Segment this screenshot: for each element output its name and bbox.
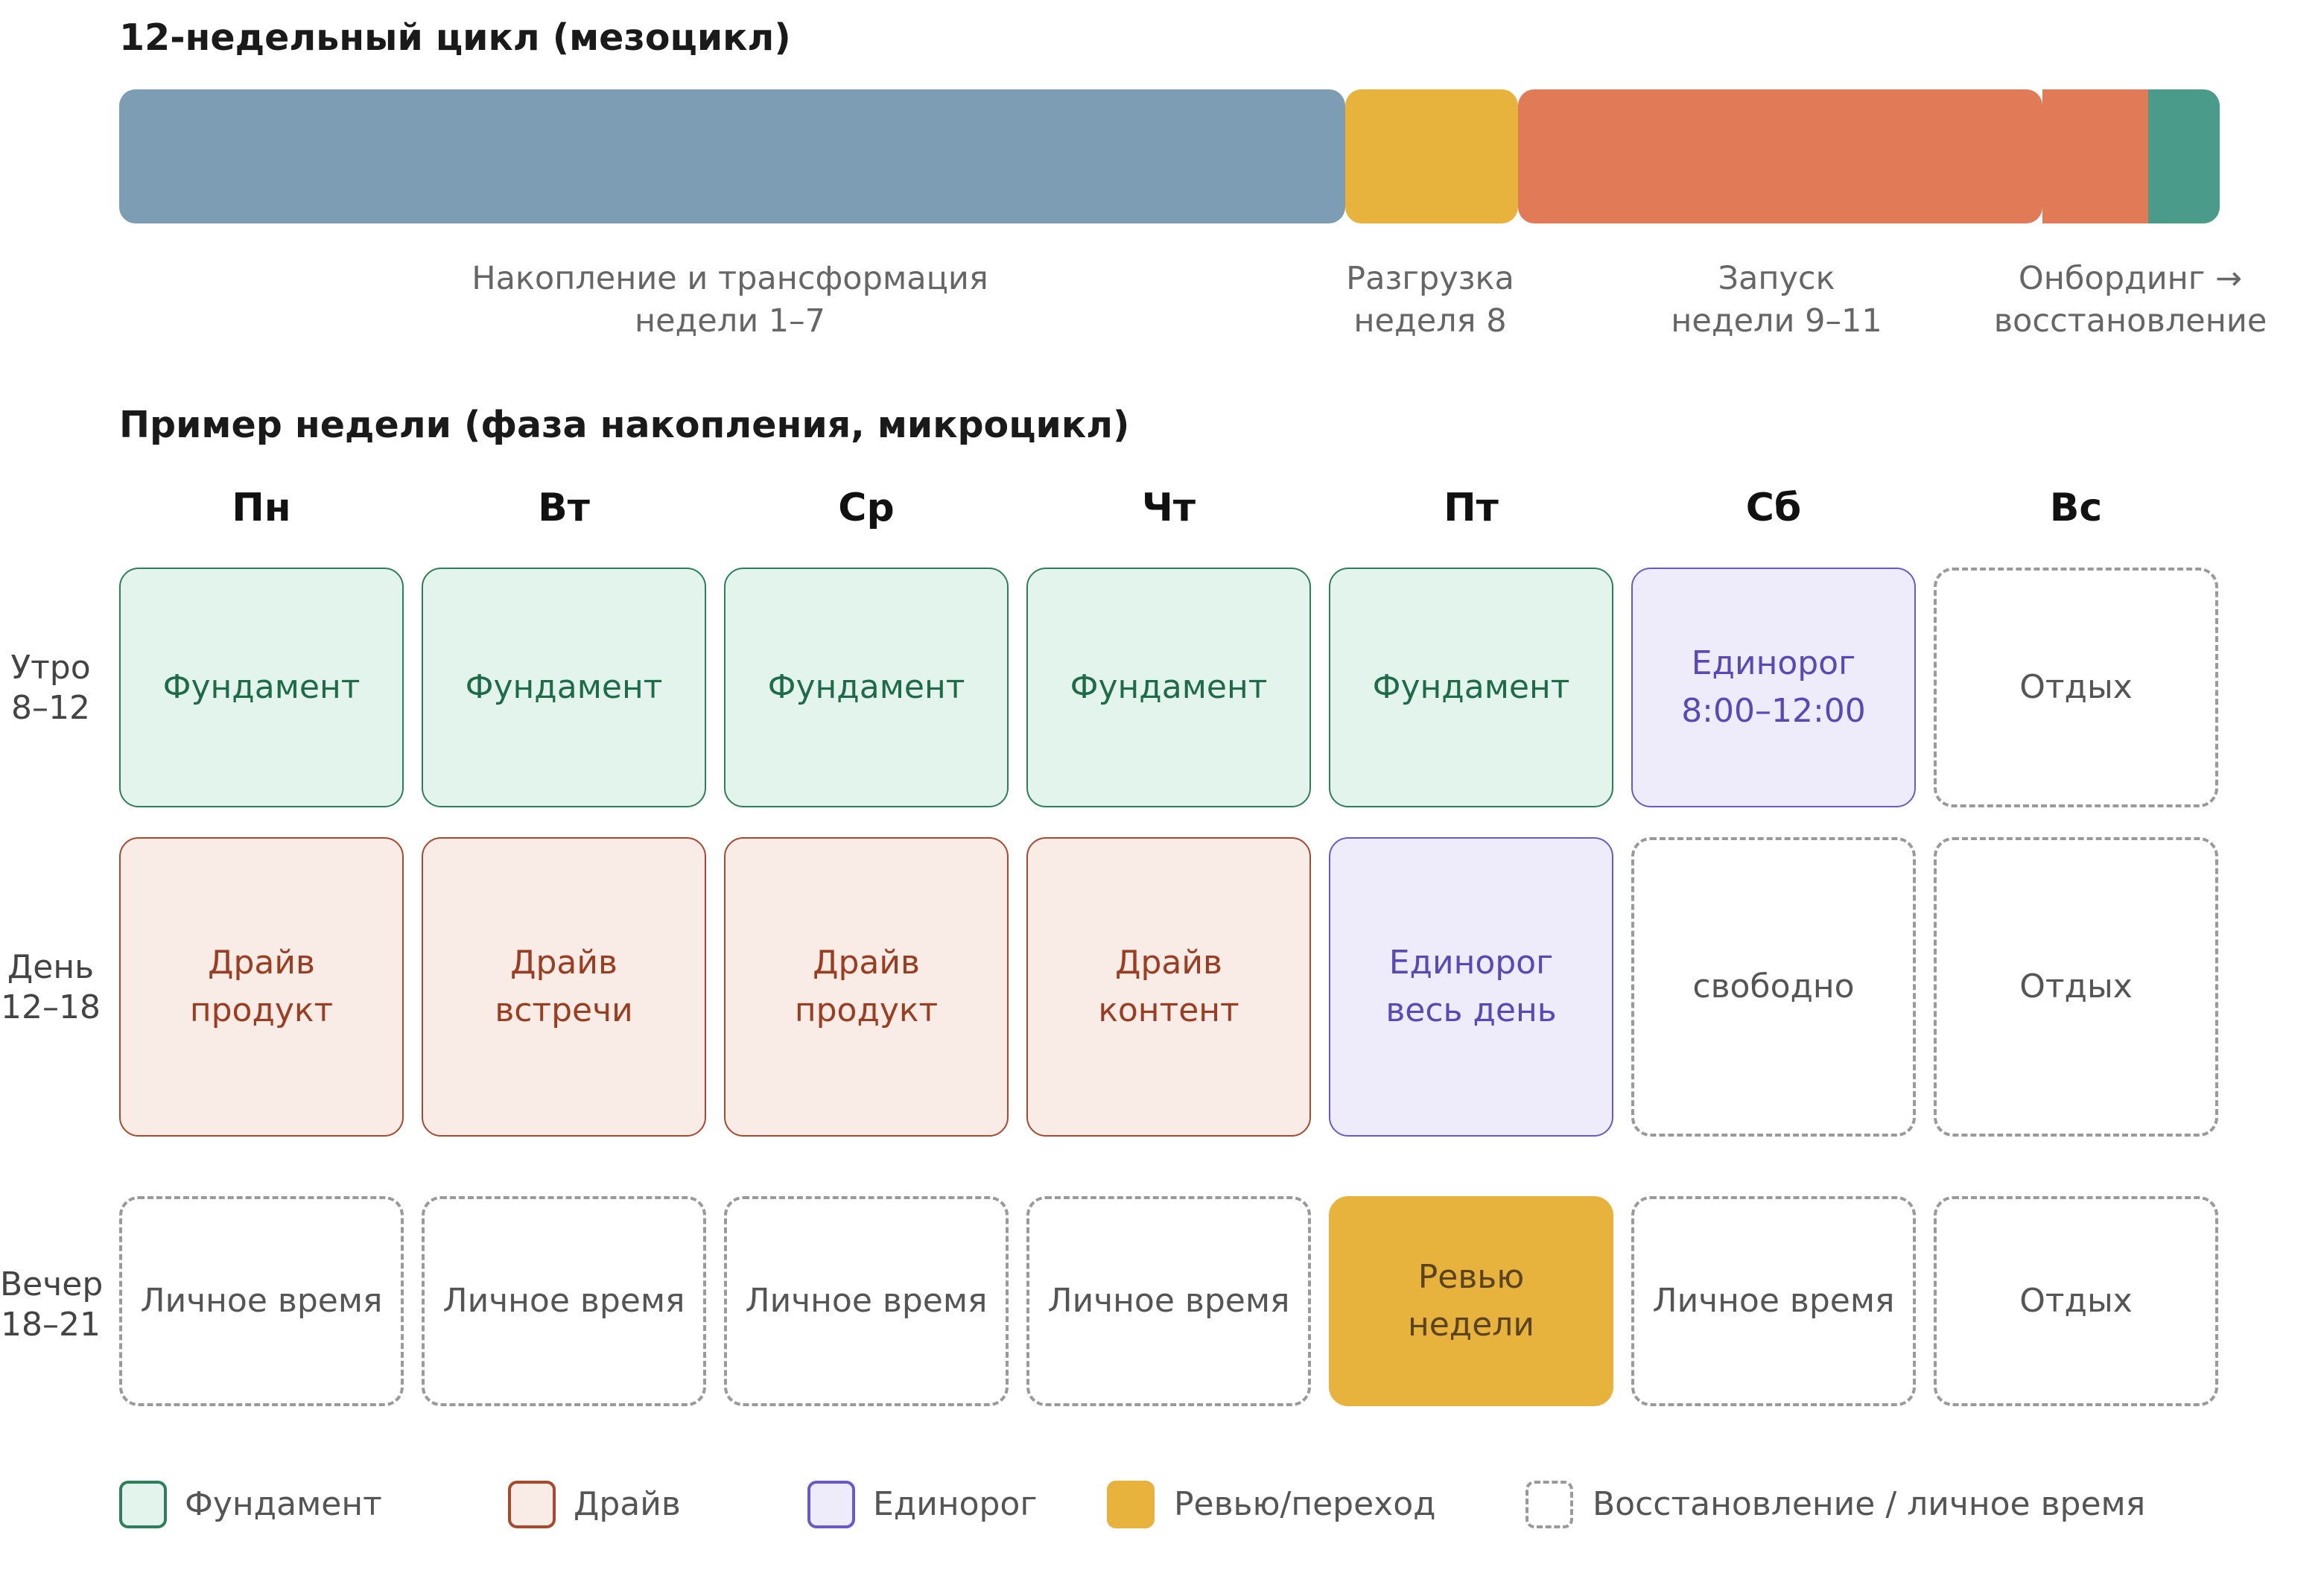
cell-label: Личное время <box>1047 1282 1290 1320</box>
cell-label: Фундамент <box>162 668 361 706</box>
phase-label-accumulation: Накопление и трансформация недели 1–7 <box>472 260 988 340</box>
legend-swatch-review <box>1107 1481 1155 1528</box>
time-label-day: День 12–18 <box>1 948 101 1026</box>
day-header-mon: Пн <box>232 486 291 530</box>
cell-fri-morning: Фундамент <box>1329 568 1613 807</box>
legend-label-uni: Единорог <box>873 1485 1038 1523</box>
legend-swatch-rest <box>1525 1481 1573 1528</box>
cell-sun-evening: Отдых <box>1934 1196 2218 1406</box>
cell-mon-morning: Фундамент <box>119 568 404 807</box>
cell-label: Драйв контент <box>1098 944 1239 1029</box>
legend-swatch-drive <box>508 1481 556 1528</box>
cell-fri-evening: Ревью недели <box>1329 1196 1613 1406</box>
time-label-evening: Вечер 18–21 <box>0 1265 104 1344</box>
cell-mon-day: Драйв продукт <box>119 837 404 1137</box>
time-label-morning: Утро 8–12 <box>10 649 91 727</box>
cell-label: Драйв встречи <box>495 944 633 1029</box>
cell-thu-day: Драйв контент <box>1026 837 1311 1137</box>
phase-bar-accumulation <box>119 89 1345 223</box>
cell-label: свободно <box>1692 968 1855 1005</box>
cell-label: Драйв продукт <box>794 944 939 1029</box>
cell-fri-day: Единорог весь день <box>1329 837 1613 1137</box>
cell-label: Фундамент <box>1070 668 1268 706</box>
cell-wed-morning: Фундамент <box>724 568 1009 807</box>
cell-tue-day: Драйв встречи <box>422 837 706 1137</box>
mesocycle-title: 12-недельный цикл (мезоцикл) <box>119 16 791 59</box>
phase-bar-deload <box>1345 89 1518 223</box>
day-header-fri: Пт <box>1444 486 1499 530</box>
day-header-sun: Вс <box>2049 486 2103 530</box>
cell-sun-morning: Отдых <box>1934 568 2218 807</box>
cell-tue-morning: Фундамент <box>422 568 706 807</box>
phase-bar-launch <box>1518 89 2042 223</box>
legend-label-rest: Восстановление / личное время <box>1593 1485 2146 1523</box>
cell-sat-day: свободно <box>1631 837 1916 1137</box>
legend-swatch-uni <box>807 1481 855 1528</box>
cell-label: Личное время <box>140 1282 383 1320</box>
cell-label: Фундамент <box>1372 668 1570 706</box>
phase-bar-onboarding <box>2042 89 2148 223</box>
cell-thu-morning: Фундамент <box>1026 568 1311 807</box>
phase-label-launch: Запуск недели 9–11 <box>1671 260 1882 340</box>
cell-label: Ревью недели <box>1407 1258 1535 1344</box>
cell-wed-day: Драйв продукт <box>724 837 1009 1137</box>
cell-label: Отдых <box>2019 968 2133 1005</box>
cell-sun-day: Отдых <box>1934 837 2218 1137</box>
cell-sat-evening: Личное время <box>1631 1196 1916 1406</box>
phase-bar-recovery <box>2148 89 2220 223</box>
cell-label: Фундамент <box>767 668 965 706</box>
cell-label: Личное время <box>442 1282 685 1320</box>
cell-label: Единорог весь день <box>1385 944 1557 1029</box>
cell-label: Единорог 8:00–12:00 <box>1681 644 1866 730</box>
day-header-tue: Вт <box>538 486 590 530</box>
cell-sat-morning: Единорог 8:00–12:00 <box>1631 568 1916 807</box>
cell-wed-evening: Личное время <box>724 1196 1009 1406</box>
day-header-sat: Сб <box>1745 486 1802 530</box>
cell-tue-evening: Личное время <box>422 1196 706 1406</box>
cell-label: Драйв продукт <box>189 944 334 1029</box>
legend-swatch-fund <box>119 1481 167 1528</box>
legend-label-review: Ревью/переход <box>1174 1485 1436 1523</box>
cell-label: Отдых <box>2019 668 2133 706</box>
cell-label: Фундамент <box>465 668 663 706</box>
day-header-wed: Ср <box>838 486 895 530</box>
cell-label: Личное время <box>745 1282 988 1320</box>
week-title: Пример недели (фаза накопления, микроцик… <box>119 404 1130 446</box>
cell-label: Личное время <box>1652 1282 1895 1320</box>
legend-label-drive: Драйв <box>574 1485 681 1523</box>
cell-thu-evening: Личное время <box>1026 1196 1311 1406</box>
phase-label-onboarding: Онбординг → восстановление <box>1993 260 2267 340</box>
cell-label: Отдых <box>2019 1282 2133 1320</box>
cell-mon-evening: Личное время <box>119 1196 404 1406</box>
phase-label-deload: Разгрузка неделя 8 <box>1346 260 1514 340</box>
day-header-thu: Чт <box>1141 486 1196 530</box>
legend-label-fund: Фундамент <box>185 1485 382 1523</box>
